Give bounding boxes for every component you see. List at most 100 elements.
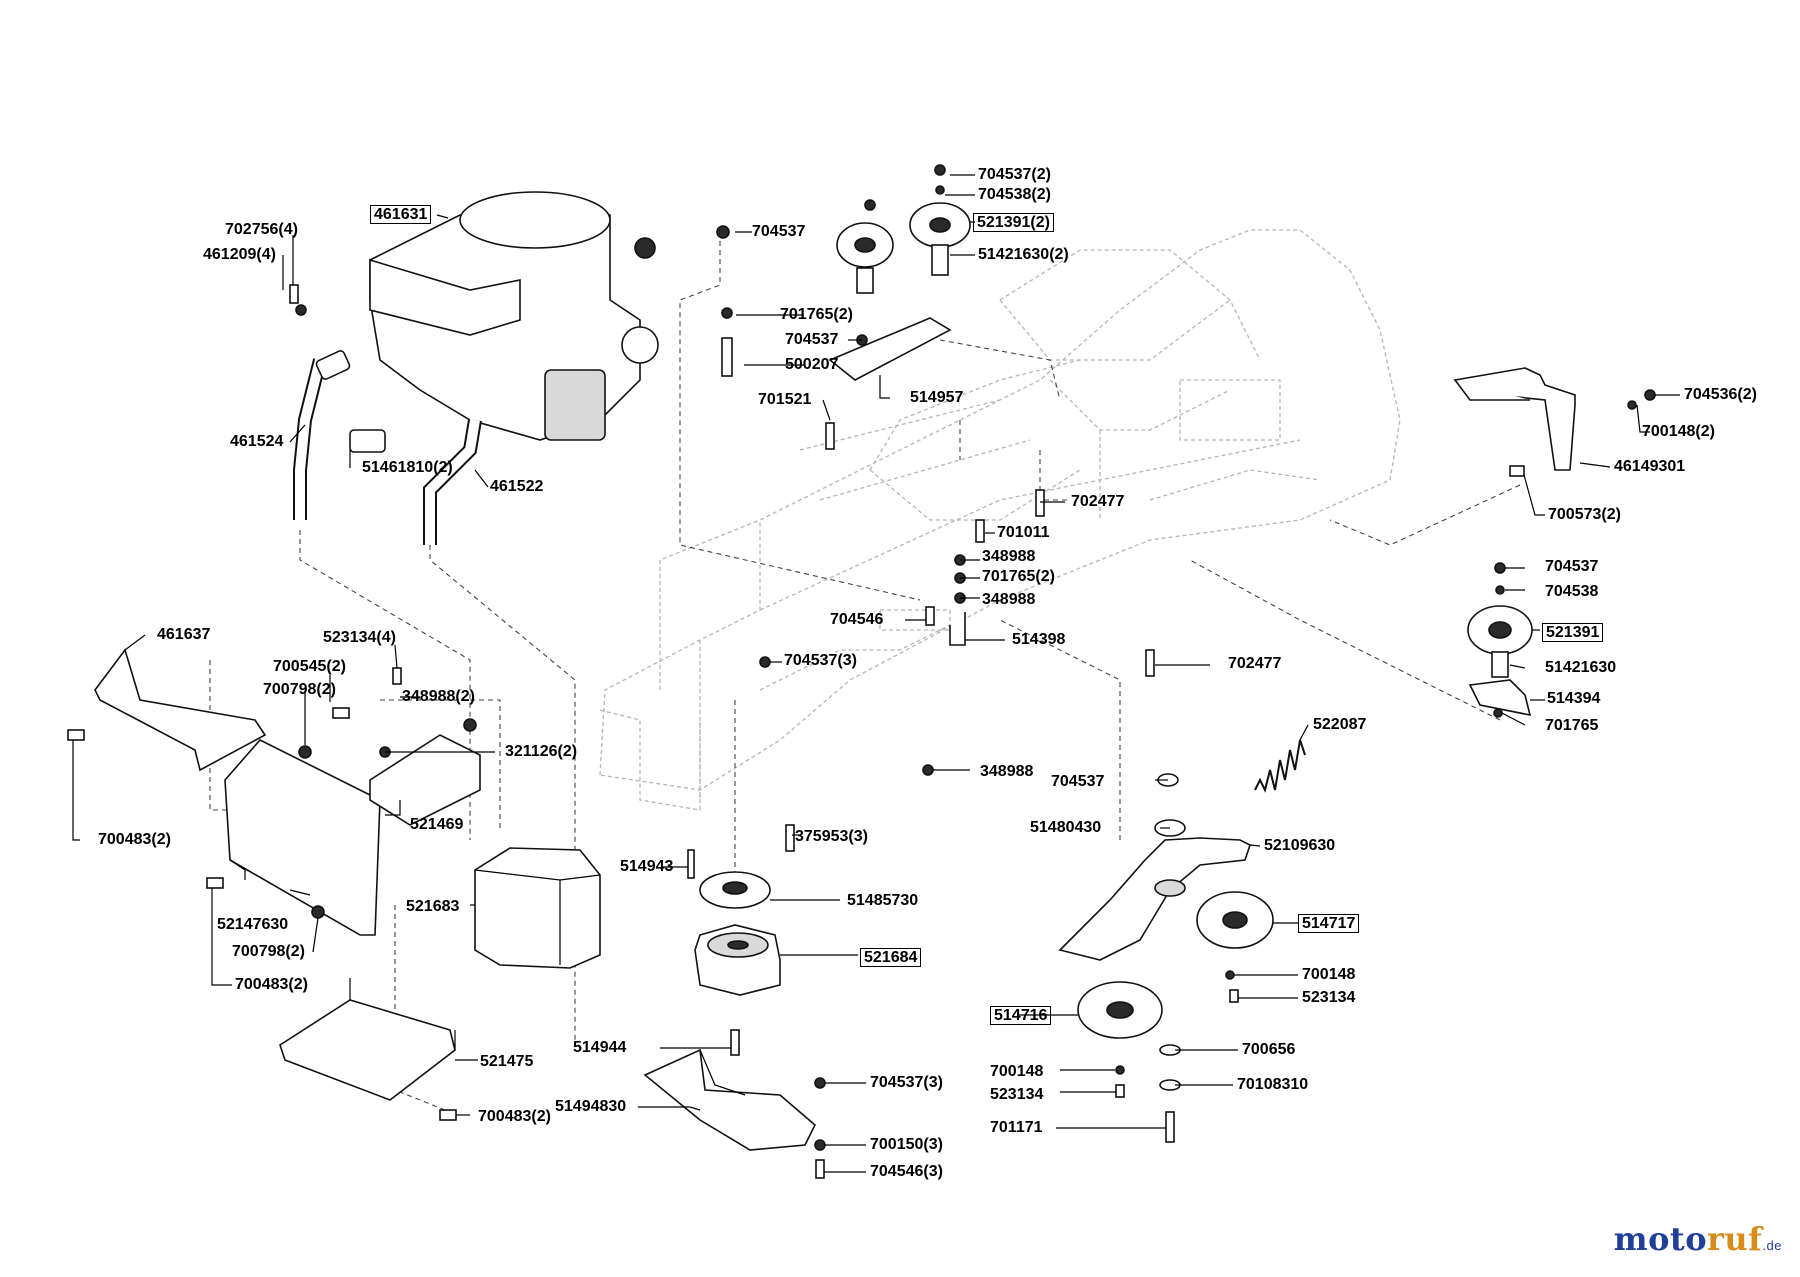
shield-52147630 xyxy=(224,739,381,936)
part-label-514717: 514717 xyxy=(1298,914,1360,933)
part-label-702756-4: 702756(4) xyxy=(225,221,298,238)
bracket-46149301 xyxy=(1453,367,1576,471)
part-label-701171: 701171 xyxy=(990,1119,1043,1136)
part-label-52109630: 52109630 xyxy=(1264,837,1336,854)
logo-suffix: .de xyxy=(1762,1238,1782,1253)
electric-clutch xyxy=(694,924,781,996)
part-label-461209-4: 461209(4) xyxy=(203,246,276,263)
part-label-523134-4: 523134(4) xyxy=(323,629,396,646)
part-label-500207: 500207 xyxy=(785,356,839,373)
part-label-700798-2: 700798(2) xyxy=(232,943,305,960)
part-label-700483-2: 700483(2) xyxy=(478,1108,551,1125)
part-label-461631: 461631 xyxy=(370,205,432,224)
part-label-521391-2: 521391(2) xyxy=(973,213,1054,232)
part-label-700148: 700148 xyxy=(1302,966,1356,983)
part-label-700483-2: 700483(2) xyxy=(235,976,308,993)
plate-521475 xyxy=(279,978,456,1101)
part-label-704546-3: 704546(3) xyxy=(870,1163,943,1180)
part-label-701011: 701011 xyxy=(997,524,1050,541)
part-label-514398: 514398 xyxy=(1012,631,1066,648)
part-label-704537: 704537 xyxy=(1051,773,1105,790)
pulley-idler-3 xyxy=(1467,605,1533,678)
part-label-704537: 704537 xyxy=(752,223,806,240)
part-label-704537: 704537 xyxy=(785,331,839,348)
part-label-348988: 348988 xyxy=(982,548,1036,565)
bracket-521469 xyxy=(369,734,481,826)
part-label-521475: 521475 xyxy=(480,1053,534,1070)
spring-522087 xyxy=(1254,739,1306,793)
part-label-348988-2: 348988(2) xyxy=(402,688,475,705)
bracket-51494830 xyxy=(643,1048,816,1151)
part-label-321126-2: 321126(2) xyxy=(505,743,578,760)
part-label-700573-2: 700573(2) xyxy=(1548,506,1621,523)
part-label-704537-2: 704537(2) xyxy=(978,166,1051,183)
part-label-514716: 514716 xyxy=(990,1006,1052,1025)
part-label-701765-2: 701765(2) xyxy=(780,306,853,323)
part-label-701765-2: 701765(2) xyxy=(982,568,1055,585)
part-label-521391: 521391 xyxy=(1542,623,1604,642)
motoruf-logo: motoruf.de xyxy=(1614,1220,1782,1258)
part-label-704546: 704546 xyxy=(830,611,884,628)
part-label-704536-2: 704536(2) xyxy=(1684,386,1757,403)
part-label-700798-2: 700798(2) xyxy=(263,681,336,698)
part-label-704537-3: 704537(3) xyxy=(784,652,857,669)
part-label-375953-3: 375953(3) xyxy=(795,828,868,845)
part-label-51494830: 51494830 xyxy=(555,1098,627,1115)
shield-461637 xyxy=(94,648,267,772)
part-label-523134: 523134 xyxy=(990,1086,1044,1103)
pulley-514717 xyxy=(1196,891,1274,949)
part-label-51485730: 51485730 xyxy=(847,892,919,909)
leader-lines xyxy=(72,174,1680,1173)
part-label-514944: 514944 xyxy=(573,1039,627,1056)
part-label-521684: 521684 xyxy=(860,948,922,967)
part-label-704538: 704538 xyxy=(1545,583,1599,600)
part-label-51480430: 51480430 xyxy=(1030,819,1102,836)
part-label-702477: 702477 xyxy=(1071,493,1125,510)
pulley-engine xyxy=(699,871,771,909)
part-label-51421630: 51421630 xyxy=(1545,659,1617,676)
part-label-702477: 702477 xyxy=(1228,655,1282,672)
part-label-700148-2: 700148(2) xyxy=(1642,423,1715,440)
part-label-521683: 521683 xyxy=(406,898,460,915)
part-label-461522: 461522 xyxy=(490,478,544,495)
part-label-700483-2: 700483(2) xyxy=(98,831,171,848)
part-label-51461810-2: 51461810(2) xyxy=(362,459,453,476)
part-label-52147630: 52147630 xyxy=(217,916,289,933)
pulley-idler-2 xyxy=(909,202,971,276)
part-label-704538-2: 704538(2) xyxy=(978,186,1051,203)
part-label-51421630-2: 51421630(2) xyxy=(978,246,1069,263)
bracket-514957 xyxy=(828,317,952,381)
logo-part-1: moto xyxy=(1613,1220,1708,1258)
part-label-700545-2: 700545(2) xyxy=(273,658,346,675)
part-label-521469: 521469 xyxy=(410,816,464,833)
part-label-523134: 523134 xyxy=(1302,989,1356,1006)
part-label-514943: 514943 xyxy=(620,858,674,875)
pulley-514716 xyxy=(1077,981,1163,1039)
part-label-461637: 461637 xyxy=(157,626,211,643)
bracket-514394 xyxy=(1468,679,1532,717)
part-label-46149301: 46149301 xyxy=(1614,458,1686,475)
pulley-idler-1 xyxy=(836,222,894,294)
part-label-704537-3: 704537(3) xyxy=(870,1074,943,1091)
muffler-drawing xyxy=(474,847,601,969)
engine-drawing xyxy=(369,191,659,441)
part-label-700150-3: 700150(3) xyxy=(870,1136,943,1153)
part-label-348988: 348988 xyxy=(980,763,1034,780)
part-label-700656: 700656 xyxy=(1242,1041,1296,1058)
part-label-522087: 522087 xyxy=(1313,716,1367,733)
part-label-514394: 514394 xyxy=(1547,690,1601,707)
part-label-700148: 700148 xyxy=(990,1063,1044,1080)
part-label-70108310: 70108310 xyxy=(1237,1076,1309,1093)
part-label-461524: 461524 xyxy=(230,433,284,450)
logo-part-2: ruf xyxy=(1707,1220,1763,1258)
part-label-704537: 704537 xyxy=(1545,558,1599,575)
part-label-701765: 701765 xyxy=(1545,717,1599,734)
part-label-348988: 348988 xyxy=(982,591,1036,608)
exhaust-pipes xyxy=(293,350,482,545)
tractor-frame xyxy=(599,229,1401,811)
part-label-514957: 514957 xyxy=(910,389,964,406)
part-label-701521: 701521 xyxy=(758,391,812,408)
